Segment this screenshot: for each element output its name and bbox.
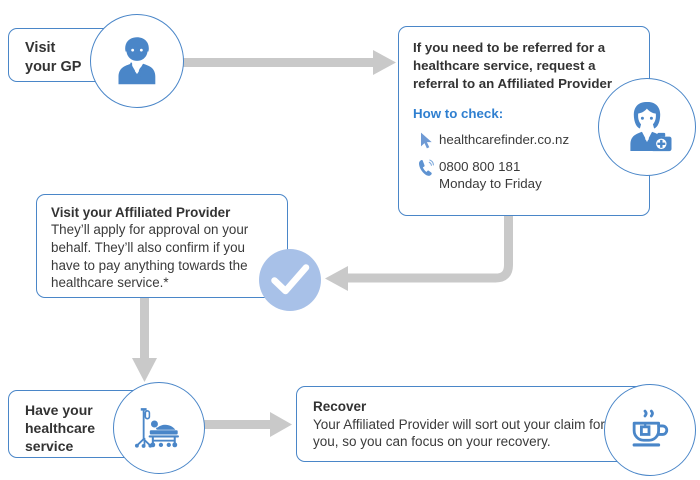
- cursor-icon: [413, 131, 439, 149]
- how-to-check-label: How to check:: [413, 105, 504, 121]
- website-text: healthcarefinder.co.nz: [439, 131, 570, 147]
- hospital-bed-icon: [113, 382, 205, 474]
- visit-gp-line1: Visit: [25, 40, 56, 56]
- affiliated-body: They’ll apply for approval on your behal…: [51, 222, 249, 291]
- doctor-icon: [90, 14, 184, 108]
- tea-cup-icon: [604, 384, 696, 476]
- referral-headline: If you need to be referred for a healthc…: [413, 40, 613, 91]
- phone-number: 0800 800 181: [439, 158, 521, 174]
- phone-hours: Monday to Friday: [439, 176, 542, 192]
- nurse-icon: [598, 78, 696, 176]
- connector-gp-to-referral: [178, 50, 396, 75]
- connector-referral-to-affiliated: [325, 216, 513, 291]
- contact-phone-row[interactable]: 0800 800 181 Monday to Friday: [413, 158, 635, 193]
- visit-gp-label: Visit your GP: [25, 39, 151, 76]
- phone-text-block: 0800 800 181 Monday to Friday: [439, 158, 542, 193]
- visit-gp-line2: your GP: [25, 58, 82, 75]
- step-card-recover: Recover Your Affiliated Provider will so…: [296, 386, 644, 462]
- connector-affiliated-to-service: [132, 298, 157, 382]
- phone-icon: [413, 158, 439, 177]
- have-service-line3: service: [25, 438, 74, 455]
- check-badge-icon: [257, 247, 323, 313]
- affiliated-title: Visit your Affiliated Provider: [51, 205, 231, 220]
- connector-service-to-recover: [203, 412, 292, 437]
- recover-body: Your Affiliated Provider will sort out y…: [313, 416, 605, 450]
- have-service-line2: healthcare: [25, 420, 96, 437]
- recover-title: Recover: [313, 399, 367, 414]
- contact-website-row[interactable]: healthcarefinder.co.nz: [413, 131, 635, 149]
- have-service-line1: Have your: [25, 402, 93, 418]
- step-card-affiliated-provider: Visit your Affiliated Provider They’ll a…: [36, 194, 288, 298]
- have-service-label: Have your healthcare service: [25, 401, 157, 456]
